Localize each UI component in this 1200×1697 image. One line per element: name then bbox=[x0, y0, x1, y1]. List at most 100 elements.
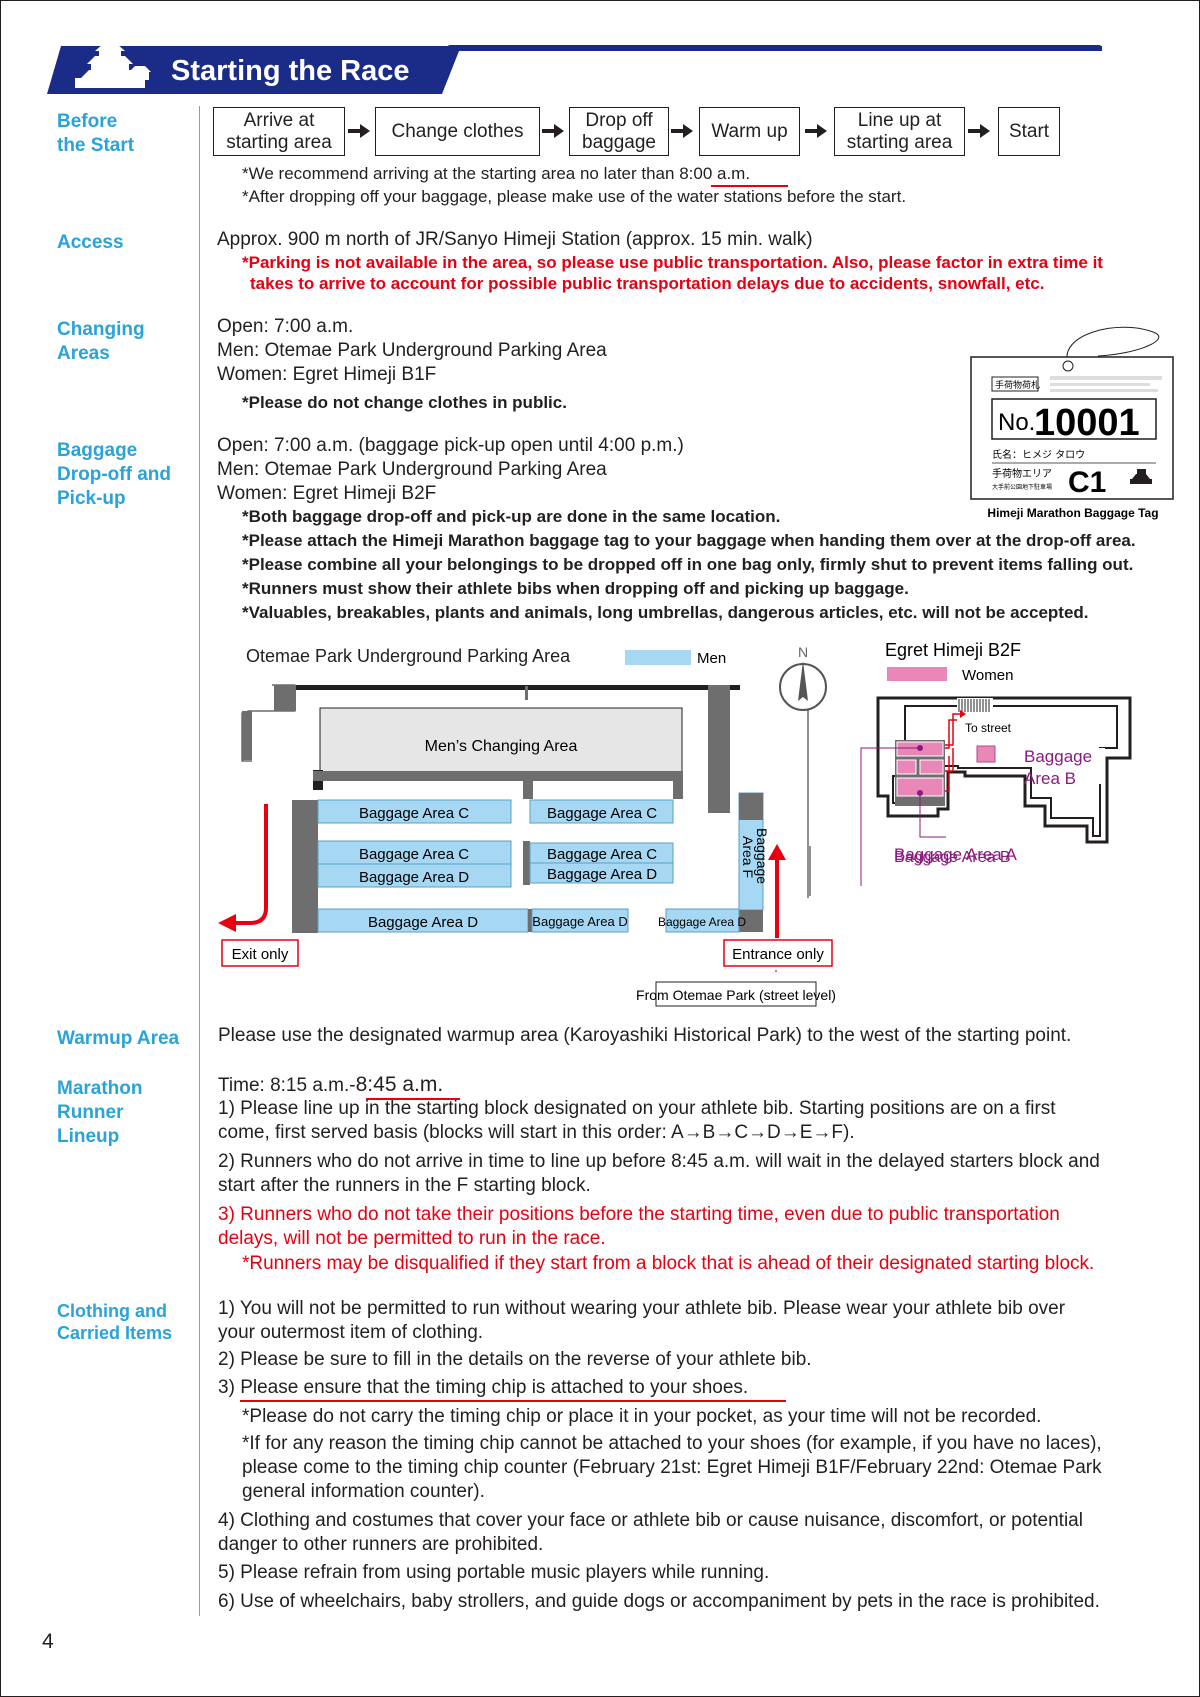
baggage-note: *Please attach the Himeji Marathon bagga… bbox=[242, 531, 1136, 550]
svg-text:Women: Women bbox=[962, 667, 1013, 684]
svg-text:Egret Himeji B2F: Egret Himeji B2F bbox=[885, 640, 1021, 660]
baggage-area-c bbox=[317, 799, 512, 824]
arrow-right-icon bbox=[348, 124, 370, 138]
legend-swatch-women bbox=[887, 667, 947, 681]
warmup-text: Please use the designated warmup area (K… bbox=[218, 1025, 1072, 1046]
baggage-note: *Valuables, breakables, plants and anima… bbox=[242, 603, 1089, 622]
svg-text:Otemae Park Underground Parkin: Otemae Park Underground Parking Area bbox=[246, 646, 571, 666]
access-warning: *Parking is not available in the area, s… bbox=[242, 253, 1103, 272]
baggage-area-d bbox=[531, 908, 629, 933]
baggage-area-b-right bbox=[976, 745, 996, 763]
changing-open: Open: 7:00 a.m. bbox=[217, 316, 354, 337]
baggage-tag: 手荷物荷札 No. 10001 氏名：ヒメジ タロウ 手荷物エリア 大手前公園地… bbox=[970, 326, 1174, 520]
svg-text:Baggage Area C: Baggage Area C bbox=[547, 846, 657, 863]
svg-text:No.: No. bbox=[998, 409, 1035, 436]
baggage-men: Men: Otemae Park Underground Parking Are… bbox=[217, 459, 607, 480]
baggage-note: *Both baggage drop-off and pick-up are d… bbox=[242, 507, 781, 526]
clothing-item-4: 4) Clothing and costumes that cover your… bbox=[218, 1510, 1083, 1555]
baggage-area-a bbox=[896, 759, 917, 775]
clothing-note-2: *If for any reason the timing chip canno… bbox=[242, 1433, 1102, 1502]
arrival-time: 8:00 a.m. bbox=[679, 164, 751, 183]
flow-step: Start bbox=[998, 107, 1060, 156]
svg-text:Area F: Area F bbox=[740, 836, 756, 878]
svg-text:Baggage Area D: Baggage Area D bbox=[547, 866, 657, 883]
svg-text:N: N bbox=[798, 644, 808, 660]
svg-text:C1: C1 bbox=[1068, 466, 1106, 499]
changing-men: Men: Otemae Park Underground Parking Are… bbox=[217, 340, 607, 361]
svg-text:大手前公園地下駐車場: 大手前公園地下駐車場 bbox=[992, 483, 1052, 491]
svg-text:10001: 10001 bbox=[1034, 402, 1140, 444]
lineup-warning: *Runners may be disqualified if they sta… bbox=[242, 1253, 1095, 1274]
section-header: Starting the Race bbox=[47, 44, 1102, 94]
baggage-note: *Please combine all your belongings to b… bbox=[242, 555, 1134, 574]
svg-text:手荷物エリア: 手荷物エリア bbox=[992, 467, 1052, 480]
arrow-right-icon bbox=[542, 124, 564, 138]
baggage-area-d bbox=[665, 908, 740, 933]
women-map: Egret Himeji B2F Women To street Baggage… bbox=[860, 640, 1132, 886]
svg-text:Entrance only: Entrance only bbox=[732, 946, 824, 963]
flow-step: Arrive at starting area bbox=[213, 107, 345, 156]
castle-icon bbox=[75, 44, 151, 88]
section-title: Starting the Race bbox=[171, 55, 410, 87]
baggage-area-c bbox=[529, 799, 674, 824]
before-note-1: *We recommend arriving at the starting a… bbox=[242, 164, 751, 183]
lineup-item-2: 2) Runners who do not arrive in time to … bbox=[218, 1151, 1100, 1196]
svg-text:Men: Men bbox=[697, 650, 726, 667]
lineup-item-1: 1) Please line up in the starting block … bbox=[218, 1098, 1056, 1143]
baggage-area-d bbox=[529, 862, 674, 884]
flow-step: Change clothes bbox=[375, 107, 540, 156]
compass-icon: N bbox=[779, 644, 827, 711]
baggage-area-a bbox=[919, 759, 944, 775]
legend-swatch-men bbox=[625, 650, 691, 665]
changing-women: Women: Egret Himeji B1F bbox=[217, 364, 437, 385]
clothing-item-6: 6) Use of wheelchairs, baby strollers, a… bbox=[218, 1591, 1100, 1612]
label-before-start: Before the Start bbox=[57, 111, 135, 156]
clothing-item-1: 1) You will not be permitted to run with… bbox=[218, 1298, 1066, 1343]
svg-text:Baggage: Baggage bbox=[754, 828, 770, 884]
red-underline bbox=[711, 185, 788, 187]
page-number: 4 bbox=[42, 1630, 54, 1653]
label-access: Access bbox=[57, 232, 124, 253]
baggage-area-d bbox=[317, 863, 512, 888]
access-text: Approx. 900 m north of JR/Sanyo Himeji S… bbox=[217, 229, 813, 250]
castle-icon bbox=[1130, 469, 1152, 484]
flow-step: Line up at starting area bbox=[834, 107, 965, 156]
svg-text:Baggage Area D: Baggage Area D bbox=[532, 914, 627, 929]
changing-note: *Please do not change clothes in public. bbox=[242, 393, 567, 412]
label-warmup: Warmup Area bbox=[57, 1028, 180, 1049]
clothing-item-3: 3) Please ensure that the timing chip is… bbox=[218, 1377, 749, 1398]
clothing-item-2: 2) Please be sure to fill in the details… bbox=[218, 1349, 812, 1370]
divider-line bbox=[199, 106, 200, 1616]
svg-text:To street: To street bbox=[965, 721, 1012, 735]
svg-text:From Otemae Park (street level: From Otemae Park (street level) bbox=[636, 987, 835, 1003]
svg-text:Baggage Area D: Baggage Area D bbox=[368, 914, 478, 931]
clothing-note-1: *Please do not carry the timing chip or … bbox=[242, 1406, 1042, 1427]
baggage-open: Open: 7:00 a.m. (baggage pick-up open un… bbox=[217, 435, 684, 456]
baggage-women: Women: Egret Himeji B2F bbox=[217, 483, 437, 504]
arrow-right-icon bbox=[968, 124, 990, 138]
red-underline bbox=[240, 1400, 786, 1402]
before-note-2: *After dropping off your baggage, please… bbox=[242, 187, 907, 206]
svg-text:Baggage Area C: Baggage Area C bbox=[547, 805, 657, 822]
label-baggage-area-b-right: Baggage Area B bbox=[1024, 747, 1093, 788]
svg-text:Men’s Changing Area: Men’s Changing Area bbox=[425, 738, 578, 755]
svg-text:氏名：ヒメジ タロウ: 氏名：ヒメジ タロウ bbox=[992, 448, 1085, 461]
exit-arrow bbox=[230, 804, 268, 925]
arrow-right-icon bbox=[805, 124, 827, 138]
clothing-item-5: 5) Please refrain from using portable mu… bbox=[218, 1562, 770, 1583]
label-changing-areas: Changing Areas bbox=[57, 319, 145, 364]
flow-step: Warm up bbox=[699, 107, 800, 156]
svg-text:Baggage Area B: Baggage Area B bbox=[894, 849, 1011, 866]
svg-text:Baggage Area C: Baggage Area C bbox=[359, 805, 469, 822]
svg-text:Himeji Marathon Baggage Tag: Himeji Marathon Baggage Tag bbox=[987, 506, 1158, 520]
timing-chip-notice: Please ensure that the timing chip is at… bbox=[240, 1377, 749, 1398]
svg-text:手荷物荷札: 手荷物荷札 bbox=[995, 379, 1040, 391]
label-lineup: Marathon Runner Lineup bbox=[57, 1078, 143, 1147]
lineup-end-time: 8:45 a.m. bbox=[355, 1073, 444, 1096]
svg-text:Baggage Area D: Baggage Area D bbox=[658, 915, 746, 929]
label-baggage-area-a: Baggage Area A bbox=[894, 845, 1017, 864]
lineup-time: Time: 8:15 a.m.-8:45 a.m. bbox=[218, 1073, 444, 1096]
baggage-note: *Runners must show their athlete bibs wh… bbox=[242, 579, 909, 598]
access-warning-cont: takes to arrive to account for possible … bbox=[250, 274, 1045, 293]
svg-text:Baggage Area D: Baggage Area D bbox=[359, 869, 469, 886]
